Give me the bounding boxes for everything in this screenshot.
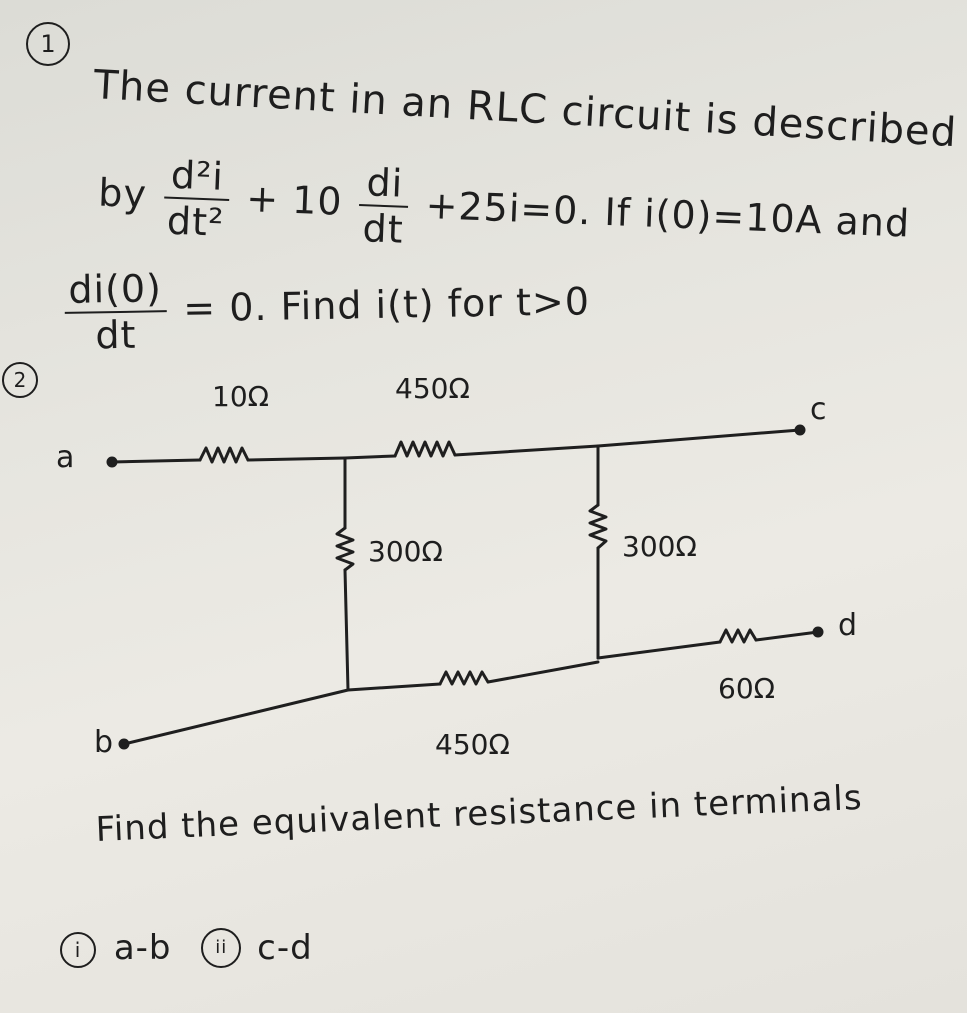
resistor-10 [198,446,250,464]
problem-2-number: 2 [2,362,38,398]
wire-top-3 [453,444,600,457]
label-10-ohm: 10Ω [212,380,270,413]
wire-d [754,630,820,642]
resistor-450-bottom [438,670,490,686]
wire-top-1 [246,456,347,462]
wire-top-2 [343,454,397,460]
resistor-450-top [393,440,457,458]
resistor-300-right [588,503,608,550]
label-450-ohm-bottom: 450Ω [435,728,510,761]
node-c-label: c [810,392,827,427]
label-60-ohm: 60Ω [718,672,776,705]
label-300-ohm-left: 300Ω [368,535,443,568]
terminal-d-dot [812,626,824,638]
node-a-label: a [56,440,75,475]
wire-b [122,688,350,746]
wire-a [110,458,202,464]
part-ii-text: c-d [257,928,313,968]
label-300-ohm-right: 300Ω [622,530,697,563]
node-b-label: b [94,725,114,760]
problem-2-parts: i a-b ii c-d [60,928,313,968]
part-ii-number: ii [201,928,242,968]
wire-bottom-2 [486,660,600,684]
wire-bottom-1 [346,682,442,692]
problem-1-number: 1 [26,22,70,66]
part-i-number: i [60,931,96,968]
resistor-60 [718,628,758,644]
resistor-300-left [335,526,355,572]
label-450-ohm-top: 450Ω [395,372,470,405]
wire-shunt-left-2 [343,568,350,692]
node-d-label: d [838,608,858,643]
terminal-c-dot [794,424,806,436]
wire-top-4 [596,428,802,448]
part-i-text: a-b [113,928,172,968]
wire-bottom-3 [596,640,722,660]
